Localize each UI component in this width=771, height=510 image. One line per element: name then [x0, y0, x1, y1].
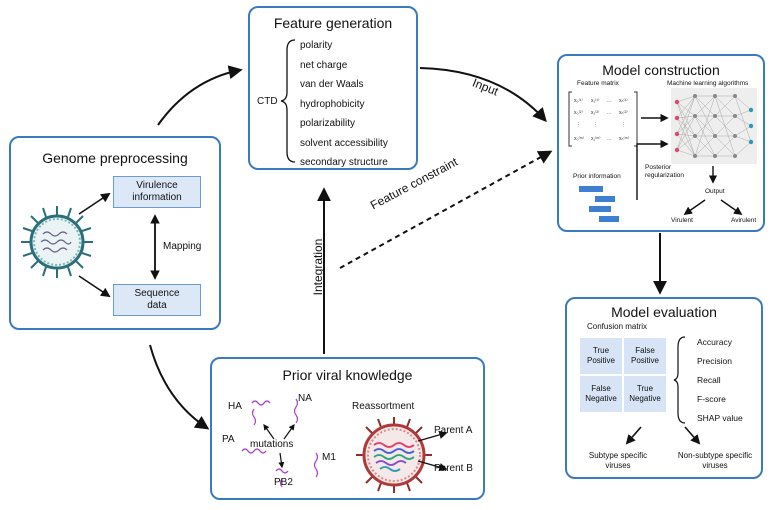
model-evaluation-title: Model evaluation [611, 304, 717, 320]
segment-na: NA [298, 393, 312, 404]
non-subtype-specific-label: Non-subtype specific viruses [677, 451, 753, 470]
arrow-feature-constraint [339, 150, 553, 269]
feature-secondary-structure: secondary structure [300, 157, 388, 168]
false-negative-cell: False Negative [579, 375, 623, 413]
svg-text:x₀⁽¹⁾: x₀⁽¹⁾ [574, 98, 583, 104]
svg-text:...: ... [607, 110, 611, 116]
arrow-input [419, 67, 547, 123]
m1-strand [313, 452, 319, 478]
genome-preprocessing-title: Genome preprocessing [42, 150, 188, 166]
output-label: Output [705, 188, 725, 195]
reassortment-label: Reassortment [352, 401, 415, 412]
mutation-segments-graphic [241, 398, 319, 488]
feature-generation-panel: Feature generation CTD polarity net char… [248, 6, 418, 170]
virus-icon [21, 206, 93, 278]
ctd-label: CTD [257, 96, 278, 107]
ctd-brace [280, 39, 296, 163]
model-construction-title: Model construction [602, 62, 720, 78]
prior-bar-4 [599, 216, 619, 222]
true-positive-cell: True Positive [579, 337, 623, 375]
prior-information-label: Prior information [573, 173, 621, 180]
svg-text:xₙ⁽ᵐ⁾: xₙ⁽ᵐ⁾ [619, 136, 629, 142]
reassortment-virus-icon [356, 417, 432, 493]
parent-arrows [417, 430, 448, 472]
svg-text:xₙ⁽¹⁾: xₙ⁽¹⁾ [619, 98, 628, 104]
svg-text:x₁⁽²⁾: x₁⁽²⁾ [591, 110, 599, 116]
metrics-brace [673, 336, 686, 424]
arrow-genome-to-feature [157, 65, 243, 126]
parent-a-label: Parent A [434, 425, 473, 436]
svg-text:x₁⁽¹⁾: x₁⁽¹⁾ [591, 98, 599, 104]
feature-polarizability: polarizability [300, 118, 356, 129]
avirulent-label: Avirulent [731, 217, 757, 224]
ml-algorithms-label: Machine learning algorithms [667, 80, 749, 87]
feature-matrix-label: Feature matrix [577, 80, 619, 87]
metric-precision: Precision [697, 356, 732, 366]
metrics-list: Accuracy Precision Recall F-score SHAP v… [697, 333, 743, 428]
metric-accuracy: Accuracy [697, 337, 732, 347]
svg-text:xₙ⁽²⁾: xₙ⁽²⁾ [619, 110, 628, 116]
model-evaluation-panel: Model evaluation Confusion matrix True P… [565, 297, 763, 479]
virulence-information-box: Virulence information [113, 176, 201, 208]
feature-net-charge: net charge [300, 59, 348, 71]
segment-m1: M1 [322, 452, 336, 463]
genome-internal-arrows [78, 192, 160, 298]
pb2-strand [275, 468, 289, 488]
virulent-label: Virulent [671, 217, 693, 224]
ha-strand [251, 400, 271, 426]
segment-ha: HA [228, 401, 242, 412]
prior-viral-knowledge-title: Prior viral knowledge [282, 367, 413, 383]
metric-f-score: F-score [697, 394, 726, 404]
feature-hydrophobicity: hydrophobicity [300, 98, 365, 110]
construction-internal-arrows [636, 113, 743, 215]
mapping-label: Mapping [163, 241, 202, 252]
svg-text:x₁⁽ᵐ⁾: x₁⁽ᵐ⁾ [591, 136, 601, 142]
false-positive-cell: False Positive [623, 337, 667, 375]
metric-recall: Recall [697, 375, 721, 385]
model-construction-panel: Model construction Feature matrix x₀⁽¹⁾x… [557, 54, 765, 232]
prior-bar-2 [595, 196, 615, 202]
feature-list: polarity net charge van der Waals hydrop… [300, 36, 388, 173]
integration-label: Integration [311, 238, 325, 296]
svg-text:...: ... [607, 98, 611, 104]
subtype-specific-label: Subtype specific viruses [588, 451, 648, 470]
feature-matrix-graphic: x₀⁽¹⁾ x₁⁽¹⁾... xₙ⁽¹⁾ x₀⁽²⁾ x₁⁽²⁾... xₙ⁽²⁾ ⋮ ⋮… [568, 91, 638, 147]
segment-pa: PA [222, 434, 235, 445]
sequence-data-box: Sequence data [113, 284, 201, 316]
svg-text:⋮: ⋮ [621, 122, 626, 128]
confusion-matrix-label: Confusion matrix [587, 322, 648, 331]
arrow-genome-to-prior [149, 344, 210, 430]
na-strand [293, 398, 299, 424]
neural-network-graphic [671, 88, 757, 164]
mutations-label: mutations [250, 439, 294, 450]
feature-generation-title: Feature generation [273, 15, 393, 31]
feature-solvent-accessibility: solvent accessibility [300, 137, 388, 149]
metric-shap-value: SHAP value [697, 413, 743, 423]
feature-van-der-waals: van der Waals [300, 79, 364, 90]
pa-strand [241, 448, 267, 454]
prior-bar-3 [589, 206, 611, 212]
true-negative-cell: True Negative [623, 375, 667, 413]
svg-text:x₀⁽ᵐ⁾: x₀⁽ᵐ⁾ [574, 136, 584, 142]
posterior-regularization-label: Posterior regularization [645, 164, 685, 179]
segment-pb2: PB2 [274, 477, 293, 488]
parent-b-label: Parent B [434, 463, 473, 474]
feature-polarity: polarity [300, 40, 333, 51]
prior-bar-1 [579, 186, 603, 192]
svg-text:...: ... [607, 136, 611, 142]
genome-preprocessing-panel: Genome preprocessing Virulence informati… [9, 136, 221, 330]
evaluation-internal-arrows [625, 426, 701, 445]
svg-text:⋮: ⋮ [576, 122, 581, 128]
prior-viral-knowledge-panel: Prior viral knowledge HA NA PA mutations… [210, 357, 485, 500]
svg-text:⋮: ⋮ [593, 122, 598, 128]
svg-text:x₀⁽²⁾: x₀⁽²⁾ [574, 110, 583, 116]
